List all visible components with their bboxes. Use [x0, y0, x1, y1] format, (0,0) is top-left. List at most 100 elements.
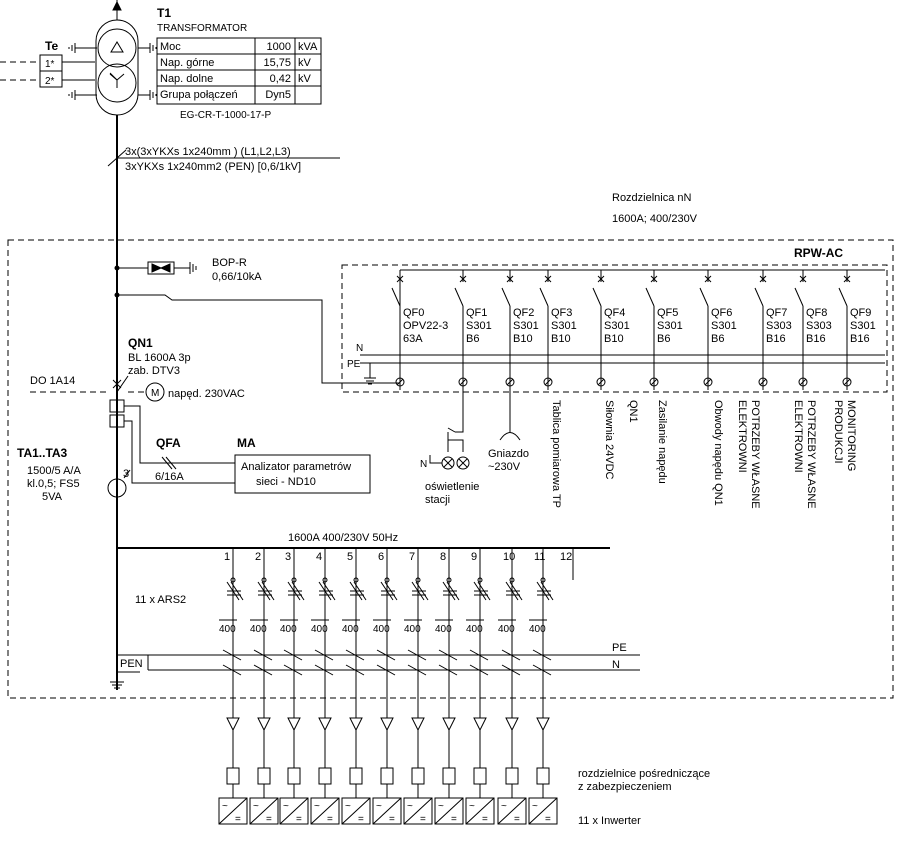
svg-text:=: =: [514, 814, 520, 825]
breaker-rating: 63A: [403, 333, 423, 345]
ta-line-1: 1500/5 A/A: [27, 465, 81, 477]
feeder-number: 9: [471, 551, 477, 563]
circuit-label: Obwody napędu QN1: [712, 400, 724, 506]
svg-text:=: =: [266, 814, 272, 825]
n-label: N: [612, 659, 620, 671]
te-terminal-box: [0, 54, 95, 88]
fuse-rating: 400: [435, 624, 452, 635]
circuit-label: POTRZEBY WŁASNEELEKTROWNI: [736, 400, 761, 509]
inverter-icon: [249, 797, 279, 825]
breaker-name: QF3: [551, 307, 572, 319]
svg-text:~: ~: [407, 801, 413, 812]
fuse-rating: 400: [404, 624, 421, 635]
ct-tick: [123, 469, 131, 479]
svg-text:~: ~: [501, 801, 507, 812]
breaker-type: S301: [466, 320, 492, 332]
rpw-breakers: QF0OPV22-363AQF1S301B6QF2S301B10QF3S301B…: [391, 270, 876, 390]
qfa-wiring: [124, 405, 235, 484]
feeder-number: 8: [440, 551, 446, 563]
svg-text:=: =: [327, 814, 333, 825]
transformer-param-value: Dyn5: [265, 89, 291, 101]
bop-line-2: 0,66/10kA: [212, 271, 262, 283]
cable-line-1: 3x(3xYKXs 1x240mm ) (L1,L2,L3): [125, 146, 291, 158]
breaker-name: QF5: [657, 307, 678, 319]
breaker-rating: B10: [604, 333, 624, 345]
transformer-code: EG-CR-T-1000-17-P: [180, 110, 271, 121]
breaker-type: S301: [604, 320, 630, 332]
transformer-symbol: [95, 19, 139, 116]
do-label: DO 1A14: [30, 375, 75, 387]
ma-analyzer-box: [234, 454, 371, 494]
earth-right-icon: [138, 43, 157, 100]
ta-line-2: kl.0,5; FS5: [27, 478, 80, 490]
lighting-n-label: N: [420, 459, 427, 470]
lighting-circuit: [429, 390, 470, 470]
svg-text:~: ~: [345, 801, 351, 812]
motor-icon: M: [151, 388, 159, 399]
transformer-name: T1: [157, 6, 171, 20]
breaker-name: QF1: [466, 307, 487, 319]
transformer-param-label: Nap. górne: [160, 57, 214, 69]
te-terminal-2: 2*: [45, 76, 55, 87]
breaker-type: S301: [850, 320, 876, 332]
breaker-type: S301: [513, 320, 539, 332]
rpw-pe-label: PE: [347, 359, 361, 370]
breaker-rating: B16: [766, 333, 786, 345]
inverter-icon: [465, 797, 495, 825]
inverters-label: 11 x Inwerter: [578, 815, 641, 827]
transformer-param-unit: kVA: [298, 41, 318, 53]
surge-arrester-symbol: [114, 261, 197, 275]
ars-feeders: 1400~=2400~=3400~=4400~=5400~=6400~=7400…: [218, 548, 574, 825]
transformer-param-label: Moc: [160, 41, 181, 53]
qn1-line-2: zab. DTV3: [128, 365, 180, 377]
socket-label: Gniazdo~230V: [488, 448, 529, 473]
transformer-param-label: Grupa połączeń: [160, 89, 238, 101]
transformer-param-value: 15,75: [263, 57, 291, 69]
inverter-icon: [341, 797, 371, 825]
fuse-rating: 400: [311, 624, 328, 635]
ma-line-1: Analizator parametrów: [241, 461, 351, 473]
svg-text:=: =: [420, 814, 426, 825]
breaker-rating: B16: [806, 333, 826, 345]
breaker-rating: B6: [711, 333, 724, 345]
breaker-rating: B6: [466, 333, 479, 345]
rpw-ac-boundary: [341, 264, 888, 393]
breaker-name: QF2: [513, 307, 534, 319]
circuit-label: Zasilanie napędu: [656, 400, 668, 484]
inverter-icon: [434, 797, 464, 825]
svg-text:~: ~: [438, 801, 444, 812]
ars-label: 11 x ARS2: [135, 594, 186, 606]
busbar-label: 1600A 400/230V 50Hz: [288, 532, 398, 544]
breaker-name: QF8: [806, 307, 827, 319]
inverter-icon: [279, 797, 309, 825]
fuse-rating: 400: [250, 624, 267, 635]
svg-text:~: ~: [283, 801, 289, 812]
transformer-param-value: 0,42: [270, 73, 291, 85]
switchboard-boundary: [7, 239, 894, 699]
arrow-up-icon: [112, 0, 122, 11]
breaker-type: S301: [551, 320, 577, 332]
fuse-rating: 400: [466, 624, 483, 635]
breaker-name: QF9: [850, 307, 871, 319]
circuit-label: POTRZEBY WŁASNEELEKTROWNI: [792, 400, 817, 509]
svg-text:~: ~: [253, 801, 259, 812]
circuit-label: QN1: [627, 400, 639, 423]
switchboard-rating: 1600A; 400/230V: [612, 213, 698, 225]
bop-line-1: BOP-R: [212, 257, 247, 269]
pe-label: PE: [612, 642, 627, 654]
fuse-rating: 400: [529, 624, 546, 635]
